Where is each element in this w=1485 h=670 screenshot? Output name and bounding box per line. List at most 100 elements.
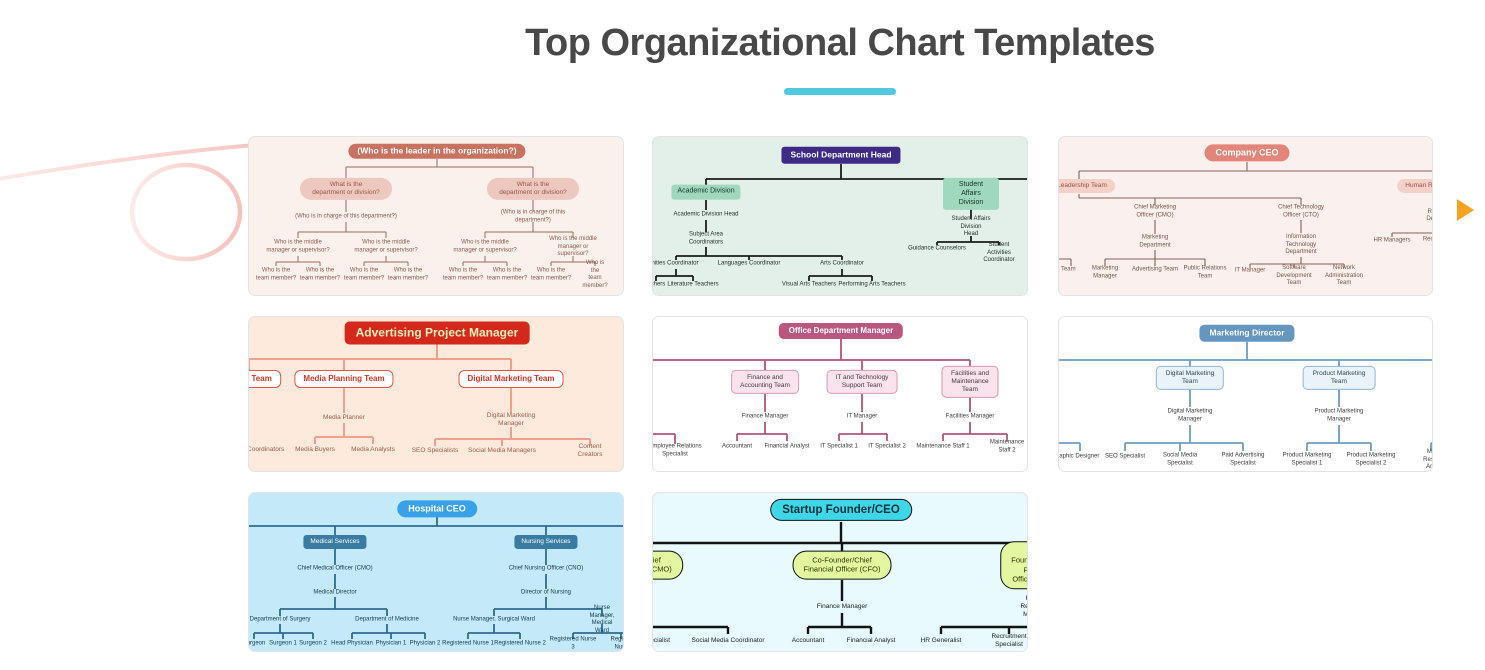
- chart-node: Public Relations Team: [1183, 265, 1227, 280]
- chart-node: Media Buyers: [295, 445, 335, 453]
- chart-node: Surgeon 1: [269, 640, 297, 647]
- section-title: Top Organizational Chart Templates: [525, 22, 1155, 64]
- connector-lines: [653, 522, 1027, 634]
- chart-root-node: Hospital CEO: [397, 500, 477, 518]
- chart-node: Facilities and Maintenance Team: [941, 365, 999, 399]
- chart-node: Chief Medical Officer (CMO): [297, 565, 373, 572]
- chart-node: Digital Marketing Manager: [1167, 408, 1213, 423]
- connector-lines: [1059, 342, 1432, 451]
- chart-node: Information Technology Department: [1285, 233, 1317, 255]
- chart-node: Who is the middle manager or supervisor?: [549, 235, 597, 257]
- chart-node: Who is the middle manager or supervisor?: [354, 239, 418, 254]
- template-card-who-is-leader[interactable]: (Who is the leader in the organization?)…: [248, 136, 624, 296]
- chart-node: Guidance Counselors: [908, 245, 966, 252]
- chart-node: Department of Medicine: [355, 616, 419, 623]
- chart-node: (Who is in charge of this department?): [295, 213, 397, 220]
- chart-root-node: Office Department Manager: [778, 323, 904, 339]
- chart-node: Product Marketing Specialist 1: [1282, 452, 1332, 467]
- chart-node: Literature Teachers: [667, 281, 719, 288]
- chart-node: Market Research Analyst: [1423, 448, 1432, 470]
- chart-node: (Who is in charge of this department?): [500, 209, 566, 224]
- chart-node: Physician 2: [409, 640, 441, 647]
- chart-node: Co-Founder/Chief People Officer (CPO): [1000, 541, 1027, 589]
- chart-node: Visual Arts Teachers: [781, 281, 837, 288]
- chart-node: Marketing Manager: [1091, 265, 1119, 280]
- chart-node: Co-Founder/Chief Marketing Officer (CMO): [653, 550, 683, 580]
- template-card-office-department-manager[interactable]: Office Department Manager Finance and Ac…: [652, 316, 1028, 472]
- chart-node: Human Resources Team: [1397, 178, 1432, 194]
- chart-node: Recruitment Team: [1422, 236, 1432, 251]
- chart-node: Subject Area Coordinators: [688, 231, 724, 246]
- template-card-company-ceo[interactable]: Company CEO Executive Leadership Team Hu…: [1058, 136, 1433, 296]
- connector-lines: [249, 517, 623, 639]
- chart-node: Digital Marketing Team: [1155, 365, 1225, 391]
- chart-node: Accountant: [791, 636, 825, 644]
- template-card-hospital-ceo[interactable]: Hospital CEO Medical Services Nursing Se…: [248, 492, 624, 652]
- chart-node: Co-Founder/Chief Financial Officer (CFO): [792, 550, 892, 580]
- connector-lines: [1059, 162, 1432, 268]
- chart-node: Account Management Team: [249, 370, 281, 388]
- chart-node: HR Generalist: [920, 636, 962, 644]
- chart-root-node: Company CEO: [1204, 144, 1290, 162]
- chart-node: Marketing Department: [1139, 234, 1171, 249]
- carousel-next-arrow-icon[interactable]: [1457, 199, 1474, 221]
- chart-node: Accountant: [721, 443, 753, 450]
- chart-node: Medical Director: [313, 589, 357, 596]
- chart-node: Facilities Manager: [945, 413, 995, 420]
- chart-node: Director of Nursing: [520, 589, 572, 596]
- chart-node: Academic Division Head: [673, 211, 739, 218]
- chart-node: HR Managers: [1373, 237, 1411, 244]
- chart-node: Digital Marketing Team: [458, 370, 564, 388]
- chart-node: Financial Analyst: [764, 443, 810, 450]
- chart-node: Who is the team member?: [299, 267, 341, 282]
- template-card-advertising-project-manager[interactable]: Advertising Project Manager Account Mana…: [248, 316, 624, 472]
- chart-node: Chief Nursing Officer (CNO): [508, 565, 584, 572]
- connector-lines: [655, 164, 1027, 281]
- chart-node: Financial Analyst: [846, 636, 896, 644]
- chart-node: Social Media Coordinator: [691, 636, 765, 644]
- chart-node: Who is the team member?: [486, 267, 528, 282]
- chart-node: Department of Surgery: [249, 616, 311, 623]
- chart-root-node: Startup Founder/CEO: [770, 498, 912, 522]
- chart-node: Social Media Managers: [468, 446, 536, 454]
- chart-node: Head Surgeon: [249, 640, 266, 647]
- chart-node: Who is the team member?: [442, 267, 484, 282]
- chart-node: Registered Nurse 4: [610, 636, 623, 651]
- chart-node: Marketing Specialist: [653, 636, 671, 644]
- chart-node: Finance Manager: [816, 602, 868, 610]
- chart-node: Who is the team member?: [582, 260, 608, 289]
- chart-node: Surgeon 2: [299, 640, 327, 647]
- template-card-school-department-head[interactable]: School Department Head Academic Division…: [652, 136, 1028, 296]
- chart-node: Graphic Designer: [1059, 453, 1100, 460]
- chart-node: IT and Technology Support Team: [826, 369, 898, 395]
- chart-node: IT Specialist 2: [868, 443, 906, 450]
- chart-node: Maintenance Staff 1: [916, 443, 970, 450]
- chart-node: Who is the team member?: [343, 267, 385, 282]
- chart-node: Product Marketing Team: [1302, 365, 1376, 391]
- chart-node: Account Coordinators: [248, 445, 285, 453]
- chart-node: Nurse Manager, Medical Ward: [589, 605, 615, 634]
- chart-node: Software Development Team: [1276, 264, 1312, 286]
- chart-node: Employee Relations Specialist: [652, 443, 702, 458]
- template-card-startup-founder-ceo[interactable]: Startup Founder/CEO Co-Founder/Chief Mar…: [652, 492, 1028, 652]
- chart-root-node: (Who is the leader in the organization?): [348, 143, 526, 159]
- chart-node: What is the department or division?: [300, 177, 392, 201]
- chart-node: Who is the team member?: [255, 267, 297, 282]
- chart-node: Product Marketing Manager: [1314, 408, 1364, 423]
- chart-node: Registered Nurse 3: [549, 636, 597, 651]
- chart-node: Sales Team: [1059, 266, 1076, 273]
- chart-node: Human Resources Manager: [1020, 595, 1028, 618]
- chart-node: Who is the middle manager or supervisor?: [266, 239, 330, 254]
- chart-root-node: School Department Head: [781, 146, 901, 164]
- chart-node: Paid Advertising Specialist: [1221, 452, 1265, 467]
- chart-node: IT Specialist 1: [820, 443, 858, 450]
- chart-node: Product Marketing Specialist 2: [1346, 452, 1396, 467]
- chart-root-node: Marketing Director: [1199, 324, 1295, 342]
- chart-node: Recruitment Specialist: [991, 632, 1027, 648]
- chart-node: Who is the team member?: [387, 267, 429, 282]
- template-card-marketing-director[interactable]: Marketing Director Digital Marketing Tea…: [1058, 316, 1433, 472]
- chart-node: Nursing Services: [514, 534, 578, 550]
- chart-node: Medical Services: [303, 534, 367, 550]
- connector-lines: [249, 344, 591, 446]
